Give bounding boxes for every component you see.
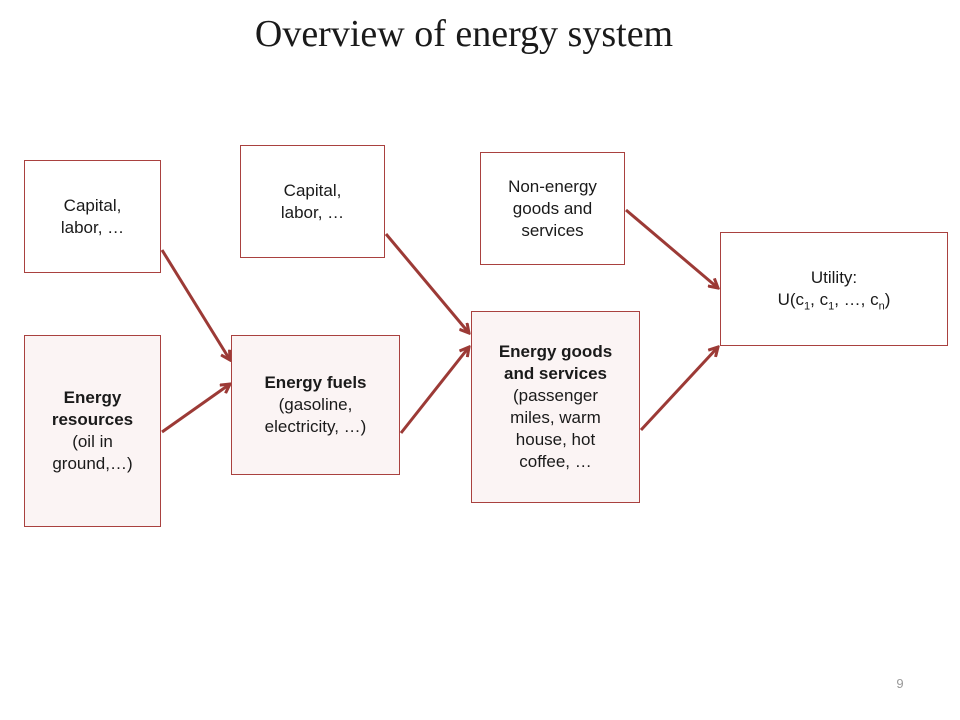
- energy-goods-box: Energy goods and services (passenger mil…: [471, 311, 640, 503]
- utility-box: Utility: U(c1, c1, …, cn): [720, 232, 948, 346]
- energy-resources-box: Energy resources (oil in ground,…): [24, 335, 161, 527]
- capital-label: Capital,: [283, 180, 342, 200]
- arrow-goods-to-utility: [639, 347, 718, 432]
- capital-labor-box-1: Capital, labor, …: [24, 160, 161, 273]
- arrow-fuels-to-goods: [399, 347, 469, 434]
- energy-resources-title-line1: Energy: [63, 388, 122, 407]
- energy-goods-title-line2: and services: [503, 364, 607, 383]
- energy-goods-title-line1: Energy goods: [498, 342, 613, 361]
- page-number: 9: [896, 676, 904, 691]
- non-energy-line2: goods and: [512, 198, 593, 218]
- energy-resources-desc-line1: (oil in: [72, 432, 113, 451]
- utility-label: Utility:: [810, 268, 858, 287]
- energy-fuels-box: Energy fuels (gasoline, electricity, …): [231, 335, 400, 475]
- energy-goods-desc-line1: (passenger: [512, 386, 599, 405]
- energy-goods-desc-line4: coffee, …: [519, 452, 592, 471]
- capital-labor-box-2: Capital, labor, …: [240, 145, 385, 258]
- labor-label: labor, …: [60, 217, 125, 237]
- arrow-resources-to-fuels: [161, 384, 230, 434]
- energy-goods-desc-line3: house, hot: [515, 430, 596, 449]
- capital-label: Capital,: [63, 195, 122, 215]
- non-energy-line3: services: [521, 220, 584, 240]
- energy-resources-title-line2: resources: [51, 410, 134, 429]
- labor-label: labor, …: [280, 202, 345, 222]
- arrow-capital-to-goods: [384, 233, 469, 333]
- energy-fuels-desc-line1: (gasoline,: [278, 395, 353, 414]
- page-title: Overview of energy system: [254, 13, 674, 55]
- non-energy-line1: Non-energy: [508, 176, 597, 196]
- energy-resources-desc-line2: ground,…): [52, 454, 133, 473]
- energy-fuels-title: Energy fuels: [264, 373, 367, 392]
- energy-goods-desc-line2: miles, warm: [510, 408, 601, 427]
- arrow-capital-to-fuels: [160, 249, 230, 360]
- arrow-nonenergy-to-utility: [625, 208, 718, 288]
- utility-function: U(c1, c1, …, cn): [777, 290, 891, 313]
- energy-fuels-desc-line2: electricity, …): [264, 417, 367, 436]
- non-energy-goods-box: Non-energy goods and services: [480, 152, 625, 265]
